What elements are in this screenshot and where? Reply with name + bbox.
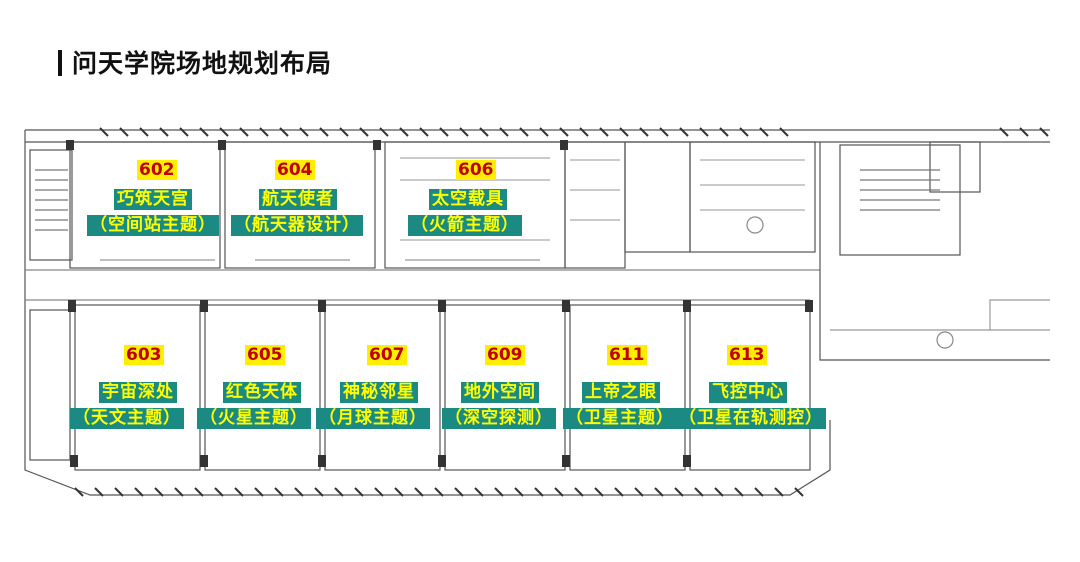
room-name-603: 宇宙深处: [99, 382, 177, 403]
room-name-604: 航天使者: [259, 189, 337, 210]
room-name-605: 红色天体: [223, 382, 301, 403]
room-theme-609: （深空探测）: [442, 408, 556, 429]
room-number-605: 605: [245, 345, 285, 365]
room-name-602: 巧筑天宫: [114, 189, 192, 210]
room-name-609: 地外空间: [461, 382, 539, 403]
room-theme-605: （火星主题）: [197, 408, 311, 429]
room-name-611: 上帝之眼: [582, 382, 660, 403]
room-number-613: 613: [727, 345, 767, 365]
room-theme-607: （月球主题）: [316, 408, 430, 429]
room-number-602: 602: [137, 160, 177, 180]
room-theme-613: （卫星在轨测控）: [676, 408, 826, 429]
room-theme-603: （天文主题）: [70, 408, 184, 429]
page-title: 问天学院场地规划布局: [72, 49, 333, 78]
room-name-613: 飞控中心: [709, 382, 787, 403]
room-number-609: 609: [485, 345, 525, 365]
room-number-606: 606: [456, 160, 496, 180]
room-theme-611: （卫星主题）: [563, 408, 677, 429]
room-theme-606: （火箭主题）: [408, 215, 522, 236]
room-name-606: 太空载具: [429, 189, 507, 210]
title-accent-bar: [58, 50, 62, 76]
room-number-607: 607: [367, 345, 407, 365]
room-number-611: 611: [607, 345, 647, 365]
room-theme-602: （空间站主题）: [87, 215, 219, 236]
room-number-603: 603: [124, 345, 164, 365]
room-theme-604: （航天器设计）: [231, 215, 363, 236]
room-number-604: 604: [275, 160, 315, 180]
room-name-607: 神秘邻星: [340, 382, 418, 403]
